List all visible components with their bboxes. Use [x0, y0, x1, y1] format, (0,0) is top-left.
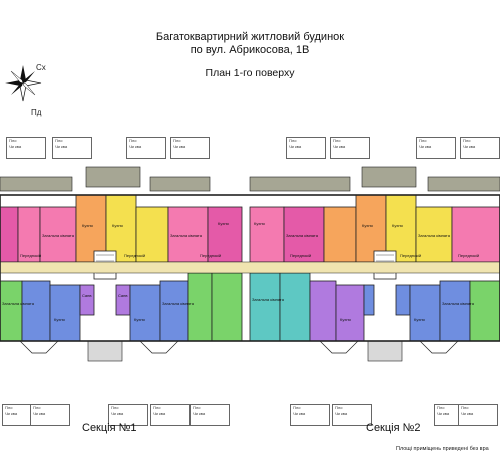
room-label: Кухня: [340, 317, 351, 322]
section-1-label: Секція №1: [82, 422, 137, 434]
building-address: по вул. Абрикосова, 1В: [190, 44, 310, 56]
room-label: Загальна кімната: [418, 233, 451, 238]
room-label: Санв: [118, 293, 128, 298]
room-label: Передпокій: [124, 253, 145, 258]
room-label: Кухня: [112, 223, 123, 228]
room-label: Кухня: [82, 223, 93, 228]
room-label: Загальна кімната: [170, 233, 203, 238]
room-label: Загальна кімната: [162, 301, 195, 306]
section-2-label: Секція №2: [366, 422, 421, 434]
room-label: Передпокій: [20, 253, 41, 258]
room-label: Загальна кімната: [42, 233, 75, 238]
room-label: Кухня: [392, 223, 403, 228]
room-label: Санв: [82, 293, 92, 298]
compass-icon: [5, 65, 42, 102]
floor-plan: Кухня Кухня Кухня Кухня Кухня Кухня Кухн…: [0, 166, 500, 362]
room-label: Передпокій: [200, 253, 221, 258]
plan-title: План 1-го поверху: [205, 67, 295, 79]
room-label: Загальна кімната: [2, 301, 35, 306]
room-label: Загальна кімната: [286, 233, 319, 238]
room-label: Загальна кімната: [442, 301, 475, 306]
footer-note: Площі приміщень приведені без вра: [396, 446, 489, 452]
room-label: Передпокій: [400, 253, 421, 258]
compass-south-label: Пд: [31, 108, 42, 117]
room-label: Передпокій: [290, 253, 311, 258]
building-title: Багатоквартирний житловий будинок: [155, 31, 345, 43]
room-label: Кухня: [414, 317, 425, 322]
room-label: Передпокій: [458, 253, 479, 258]
room-label: Кухня: [254, 221, 265, 226]
room-label: Кухня: [362, 223, 373, 228]
room-label: Загальна кімната: [252, 297, 285, 302]
room-label: Кухня: [134, 317, 145, 322]
room-label: Кухня: [218, 221, 229, 226]
compass-north-label: Сх: [36, 63, 46, 72]
room-label: Кухня: [54, 317, 65, 322]
